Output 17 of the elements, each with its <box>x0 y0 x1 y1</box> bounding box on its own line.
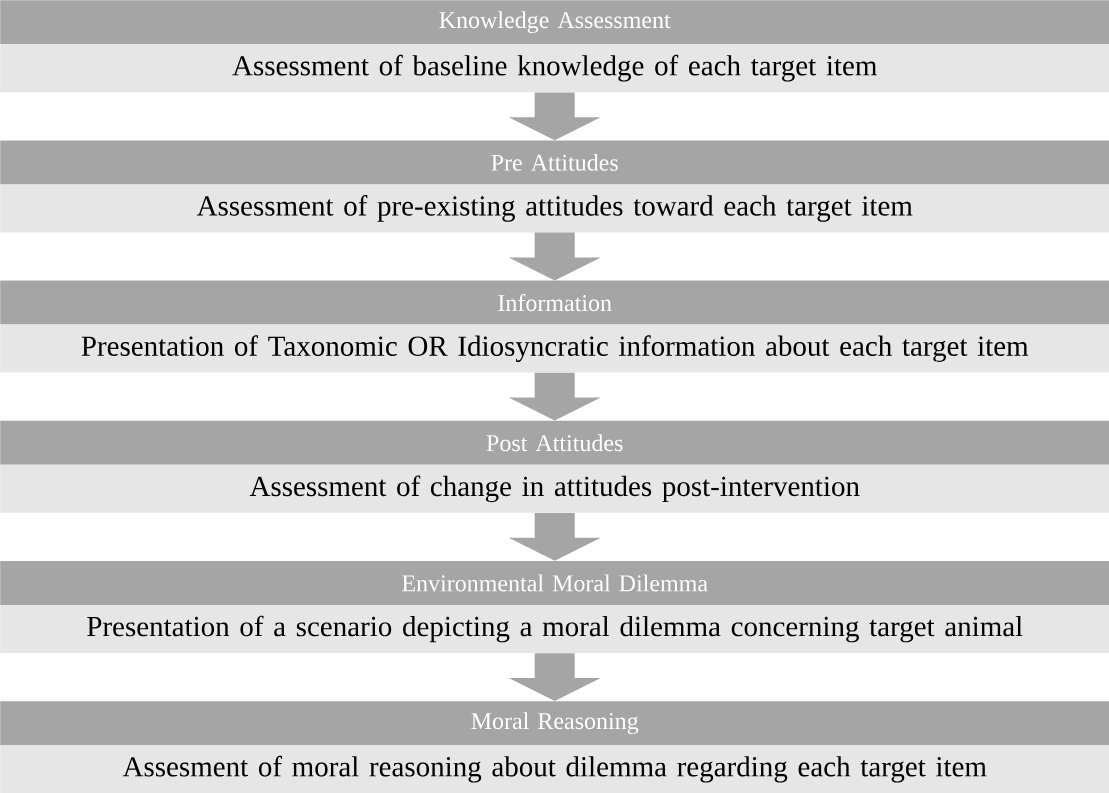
block-arrow <box>508 653 601 701</box>
stage-description-band: Presentation of a scenario depicting a moral dilemma concerning target animal <box>0 605 1109 653</box>
stage-description-band: Presentation of Taxonomic OR Idiosyncratic information about each target item <box>0 324 1109 373</box>
stage-header-band: Environmental Moral Dilemma <box>0 561 1109 605</box>
stage-header-band: Moral Reasoning <box>0 701 1109 746</box>
stage-description-band: Assessment of baseline knowledge of each target item <box>0 44 1109 93</box>
block-arrow <box>508 232 601 281</box>
stage-description-band: Assesment of moral reasoning about dilemma regarding each target item <box>0 745 1109 793</box>
stage-description-band: Assessment of pre-existing attitudes toward each target item <box>0 184 1109 233</box>
stage-header-band: Post Attitudes <box>0 420 1109 465</box>
block-arrow <box>508 513 601 561</box>
stage-header-band: Knowledge Assessment <box>0 0 1109 45</box>
block-arrow <box>508 372 601 421</box>
stage-description-band: Assessment of change in attitudes post-intervention <box>0 464 1109 513</box>
block-arrow <box>508 92 601 141</box>
stage-header-band: Pre Attitudes <box>0 140 1109 185</box>
stage-header-band: Information <box>0 280 1109 325</box>
